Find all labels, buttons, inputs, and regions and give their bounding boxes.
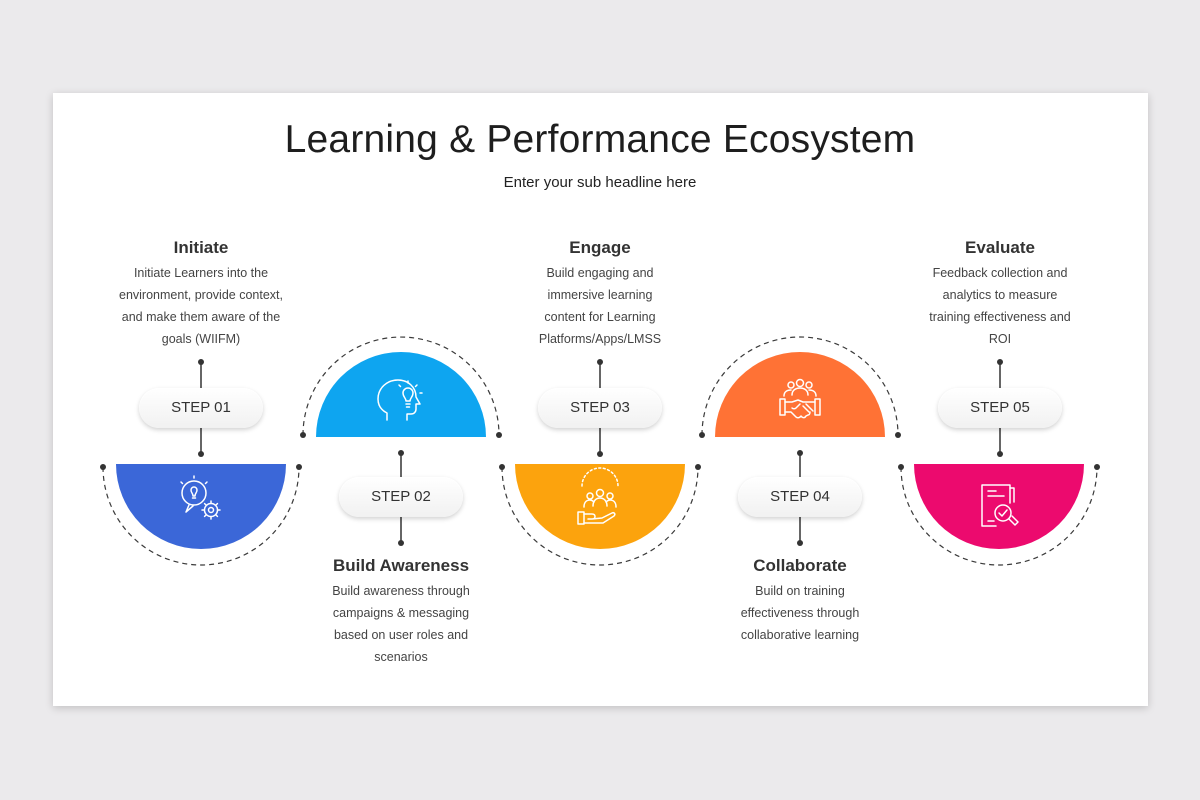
step-01-pill: STEP 01 (139, 388, 263, 428)
half-circle-step2 (316, 352, 486, 437)
step-03-heading: Engage (569, 238, 631, 257)
head-lightbulb-icon (377, 379, 423, 421)
hand-team-icon (577, 467, 619, 525)
arc-end-dots (100, 432, 1100, 470)
step-02-pill: STEP 02 (339, 477, 463, 517)
dashed-arc-step4 (701, 336, 899, 436)
page-title: Learning & Performance Ecosystem (284, 118, 916, 161)
half-circle-step3 (515, 464, 685, 549)
page-subtitle: Enter your sub headline here (503, 174, 697, 191)
step-01-heading: Initiate (173, 238, 229, 257)
connector-dots (198, 359, 1003, 546)
dashed-arc-step5 (900, 466, 1098, 566)
step-04-heading: Collaborate (753, 556, 847, 575)
step-02-heading: Build Awareness (332, 556, 470, 575)
dashed-arc-step2 (302, 336, 500, 436)
step-03-pill: STEP 03 (538, 388, 662, 428)
handshake-team-icon (779, 378, 821, 419)
lightbulb-gear-icon (180, 475, 221, 520)
step-05-heading: Evaluate (965, 238, 1035, 257)
dashed-arc-step3 (501, 466, 699, 566)
report-search-icon (981, 484, 1019, 527)
dashed-arc-step1 (102, 466, 300, 566)
half-circle-step1 (116, 464, 286, 549)
half-circle-step4 (715, 352, 885, 437)
step-05-pill: STEP 05 (938, 388, 1062, 428)
connector-lines (200, 362, 1001, 543)
step-04-pill: STEP 04 (738, 477, 862, 517)
